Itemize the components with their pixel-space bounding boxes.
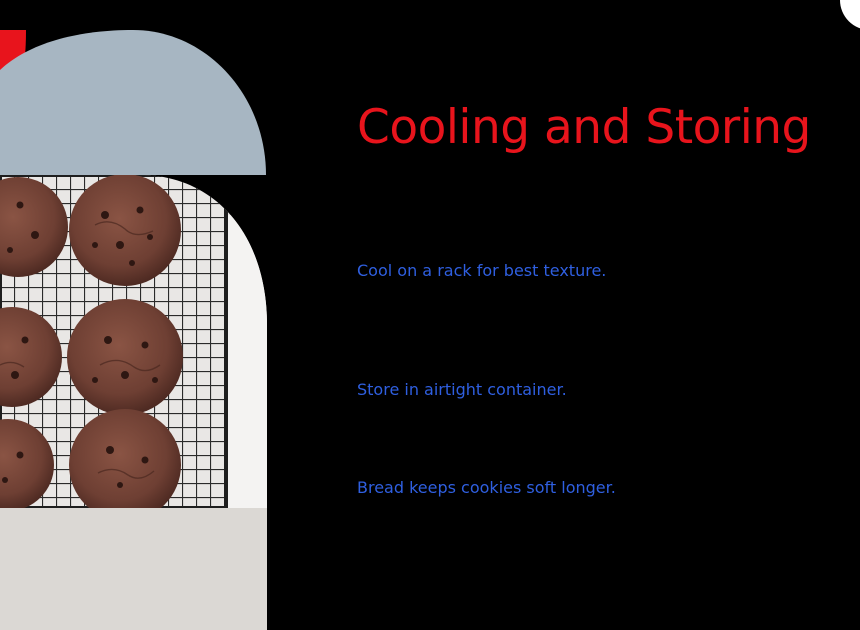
bottom-color-block [0, 508, 267, 630]
semicircle-shape [0, 30, 266, 175]
slide-title: Cooling and Storing [357, 100, 811, 155]
bullet-point-2: Store in airtight container. [357, 380, 567, 399]
corner-circle-shape [840, 0, 860, 29]
bullet-point-3: Bread keeps cookies soft longer. [357, 478, 616, 497]
cookies-on-rack-photo [0, 175, 267, 508]
bullet-point-1: Cool on a rack for best texture. [357, 261, 607, 280]
